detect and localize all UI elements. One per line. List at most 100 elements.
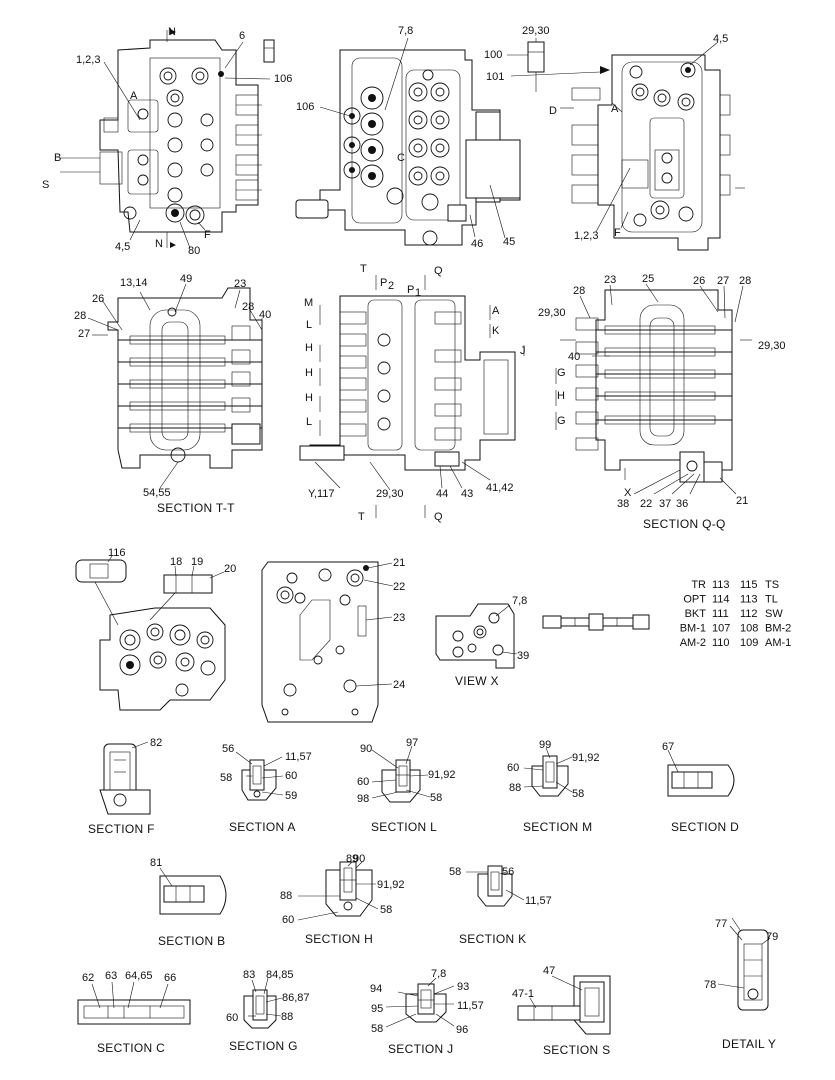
label-13-14: 13,14 <box>120 277 148 289</box>
label-n-bottom: N <box>155 238 163 250</box>
label-29-30-top: 29,30 <box>522 25 550 37</box>
label-78-y: 78 <box>704 979 716 991</box>
label-q-top: Q <box>434 265 443 277</box>
label-96: 96 <box>456 1024 468 1036</box>
label-95: 95 <box>371 1003 383 1015</box>
legend-l-no-0: 113 <box>712 579 730 591</box>
caption-section-s: SECTION S <box>543 1043 610 1057</box>
legend-l-name-2: BKT <box>685 608 707 620</box>
legend-l-name-3: BM-1 <box>680 623 706 635</box>
label-t-bottom: T <box>358 511 365 523</box>
section-c: 62 63 64,65 66 SECTION C <box>77 970 191 1055</box>
label-63: 63 <box>105 970 117 982</box>
legend-r-name-0: TS <box>765 579 779 591</box>
legend-r-name-2: SW <box>765 608 783 620</box>
label-81: 81 <box>150 857 162 869</box>
label-11-57-j: 11,57 <box>457 1000 484 1012</box>
legend-r-name-1: TL <box>765 594 778 606</box>
label-49: 49 <box>180 273 192 285</box>
label-91-92-m: 91,92 <box>572 752 600 764</box>
label-43: 43 <box>461 488 473 500</box>
label-s: S <box>42 179 49 191</box>
label-p2-sub: 2 <box>388 280 394 292</box>
label-66: 66 <box>164 972 176 984</box>
section-j: 7,8 94 93 95 11,57 58 96 SECTION J <box>370 968 484 1056</box>
label-m: M <box>304 297 313 309</box>
legend-l-name-4: AM-2 <box>680 637 706 649</box>
label-100: 100 <box>484 49 502 61</box>
legend-r-no-2: 112 <box>740 608 758 620</box>
label-60-m: 60 <box>507 762 519 774</box>
section-d: 67 SECTION D <box>662 741 739 834</box>
label-d: D <box>549 105 557 117</box>
label-20: 20 <box>224 563 236 575</box>
caption-section-c: SECTION C <box>97 1041 165 1055</box>
label-83: 83 <box>243 969 255 981</box>
caption-section-t-t: SECTION T-T <box>157 501 235 515</box>
label-84-85: 84,85 <box>266 969 294 981</box>
label-56-k: 56 <box>502 866 514 878</box>
label-58-m: 58 <box>572 788 584 800</box>
label-58-h: 58 <box>380 904 392 916</box>
caption-section-h: SECTION H <box>305 932 373 946</box>
label-98: 98 <box>357 793 369 805</box>
label-44: 44 <box>436 488 448 500</box>
label-29-30-center: 29,30 <box>376 488 404 500</box>
label-80: 80 <box>188 245 200 257</box>
label-54-55: 54,55 <box>143 487 171 499</box>
label-k-center: K <box>492 325 500 337</box>
exploded-view: 116 18 19 20 <box>75 547 236 711</box>
caption-detail-y: DETAIL Y <box>722 1037 776 1051</box>
label-n-top: N <box>168 26 176 38</box>
label-7-8-j: 7,8 <box>431 968 446 980</box>
label-p2: P <box>380 277 387 289</box>
legend-r-no-4: 109 <box>740 637 758 649</box>
section-h: 89 90 91,92 88 58 60 SECTION H <box>280 853 405 946</box>
caption-section-b: SECTION B <box>158 934 225 948</box>
label-88-h: 88 <box>280 890 292 902</box>
label-90-h: 90 <box>353 853 365 865</box>
section-s: 47 47-1 SECTION S <box>512 965 611 1057</box>
caption-section-j: SECTION J <box>388 1042 453 1056</box>
view-x: 7,8 39 VIEW X <box>435 595 529 688</box>
label-29-30-qq-right: 29,30 <box>758 340 786 352</box>
label-a: A <box>130 90 138 102</box>
label-22-plate: 22 <box>393 581 405 593</box>
label-91-92-h: 91,92 <box>377 879 405 891</box>
label-28-tt-left: 28 <box>74 310 86 322</box>
label-p1-sub: 1 <box>415 287 421 299</box>
label-f-rear: F <box>614 227 621 239</box>
label-19: 19 <box>191 556 203 568</box>
label-h-2: H <box>305 367 313 379</box>
label-79: 79 <box>766 931 778 943</box>
label-21-plate: 21 <box>393 557 405 569</box>
caption-section-d: SECTION D <box>671 820 739 834</box>
label-7-8: 7,8 <box>398 25 413 37</box>
label-l-1: L <box>306 319 312 331</box>
label-45: 45 <box>503 236 515 248</box>
label-64-65: 64,65 <box>125 970 153 982</box>
label-y-117: Y,117 <box>308 488 335 500</box>
label-36: 36 <box>676 498 688 510</box>
label-60-h: 60 <box>282 914 294 926</box>
section-q-q: 23 25 26 27 28 28 29,30 29,30 40 G H G X… <box>538 273 786 531</box>
label-t-top: T <box>360 263 367 275</box>
label-j: J <box>520 345 526 357</box>
label-58-k: 58 <box>449 866 461 878</box>
label-23-tt: 23 <box>234 278 246 290</box>
cover-plate: 21 22 23 24 <box>261 557 405 723</box>
label-62: 62 <box>82 972 94 984</box>
label-77: 77 <box>715 918 727 930</box>
label-91-92-l: 91,92 <box>428 769 456 781</box>
label-1-2-3-rear: 1,2,3 <box>574 230 598 242</box>
label-101: 101 <box>486 71 504 83</box>
section-g: 83 84,85 86,87 60 88 SECTION G <box>226 969 310 1053</box>
valve-view-front: N N 1,2,3 A B S 6 106 4,5 F 80 <box>42 26 292 257</box>
label-40-qq: 40 <box>568 351 580 363</box>
label-116: 116 <box>108 547 126 559</box>
valve-view-rear: 29,30 100 101 4,5 A D 1,2,3 F <box>484 25 745 251</box>
label-22-qq: 22 <box>640 498 652 510</box>
label-29-30-qq-left: 29,30 <box>538 307 566 319</box>
legend-r-name-4: AM-1 <box>765 637 791 649</box>
